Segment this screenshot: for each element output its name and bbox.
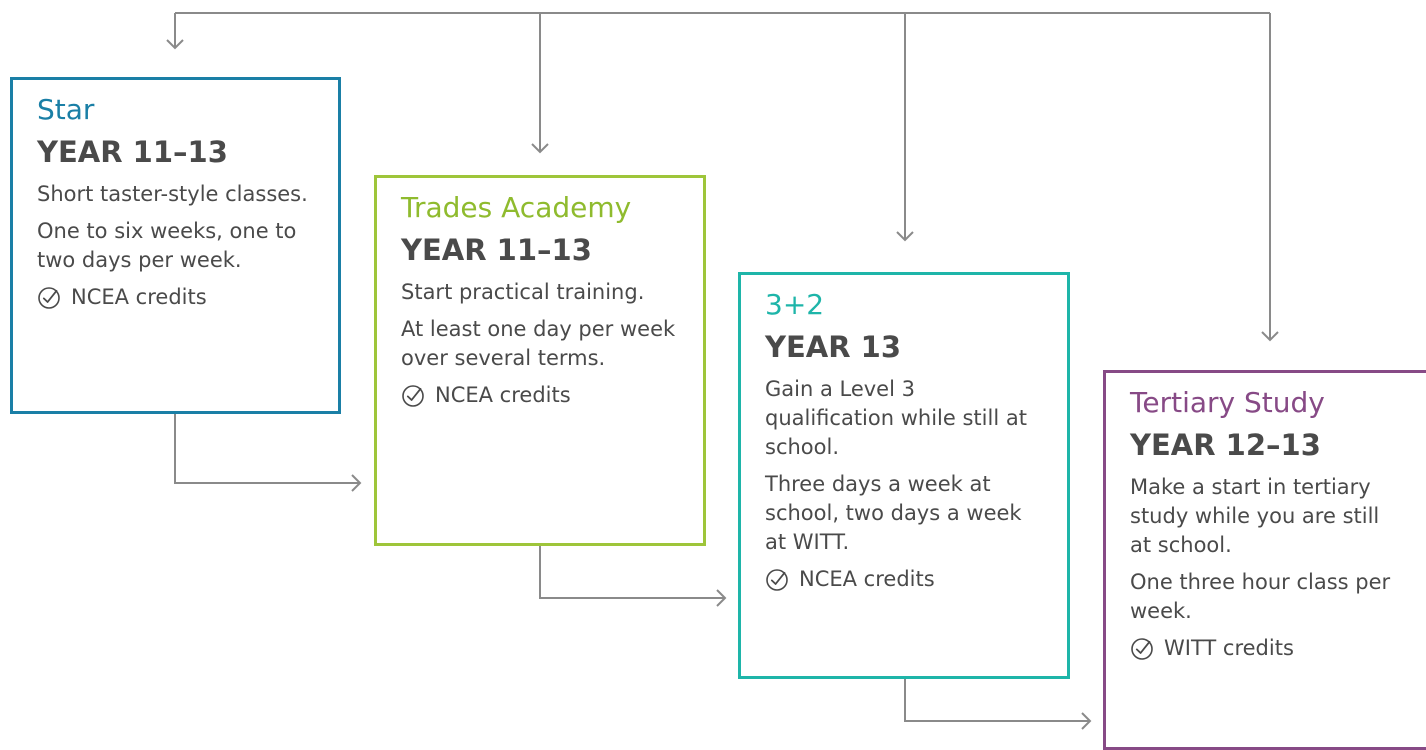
card-description: Gain a Level 3 qualification while still… (765, 377, 1027, 459)
card-description: Short taster-style classes. (37, 182, 308, 206)
card-schedule: One to six weeks, one to two days per we… (37, 219, 297, 272)
check-circle-icon (1131, 637, 1153, 660)
card-year: YEAR 12–13 (1130, 428, 1321, 462)
elbow-arrow-3plus2-to-tertiary (904, 679, 1092, 730)
card-year: YEAR 13 (765, 330, 902, 364)
card-credits: NCEA credits (37, 283, 314, 312)
card-year: YEAR 11–13 (401, 233, 592, 267)
elbow-arrow-star-to-trades (174, 414, 362, 492)
card-description: Start practical training. (401, 280, 645, 304)
check-circle-icon (766, 568, 788, 591)
card-credits: NCEA credits (401, 381, 679, 410)
credits-label: NCEA credits (435, 383, 571, 407)
card-credits: NCEA credits (765, 565, 1043, 594)
card-year: YEAR 11–13 (37, 135, 228, 169)
card-credits: WITT credits (1130, 634, 1406, 663)
card-schedule: At least one day per week over several t… (401, 317, 676, 370)
card-category: 3+2 (765, 288, 825, 321)
card-star: Star YEAR 11–13 Short taster-style class… (10, 77, 341, 414)
card-category: Star (37, 93, 95, 126)
card-category: Tertiary Study (1130, 386, 1325, 419)
drop-arrow-tertiary (1261, 13, 1279, 342)
credits-label: NCEA credits (799, 567, 935, 591)
drop-arrow-trades (531, 13, 549, 154)
check-circle-icon (38, 286, 60, 309)
card-3-plus-2: 3+2 YEAR 13 Gain a Level 3 qualification… (738, 272, 1070, 679)
credits-label: NCEA credits (71, 285, 207, 309)
drop-arrow-star (166, 13, 184, 50)
card-description: Make a start in tertiary study while you… (1130, 475, 1380, 557)
drop-arrow-3plus2 (896, 13, 914, 242)
check-circle-icon (402, 384, 424, 407)
card-schedule: One three hour class per week. (1130, 570, 1391, 623)
card-trades-academy: Trades Academy YEAR 11–13 Start practica… (374, 175, 706, 546)
credits-label: WITT credits (1164, 636, 1294, 660)
card-category: Trades Academy (401, 191, 632, 224)
card-tertiary-study: Tertiary Study YEAR 12–13 Make a start i… (1103, 370, 1426, 750)
card-schedule: Three days a week at school, two days a … (765, 472, 1022, 554)
elbow-arrow-trades-to-3plus2 (539, 546, 727, 607)
